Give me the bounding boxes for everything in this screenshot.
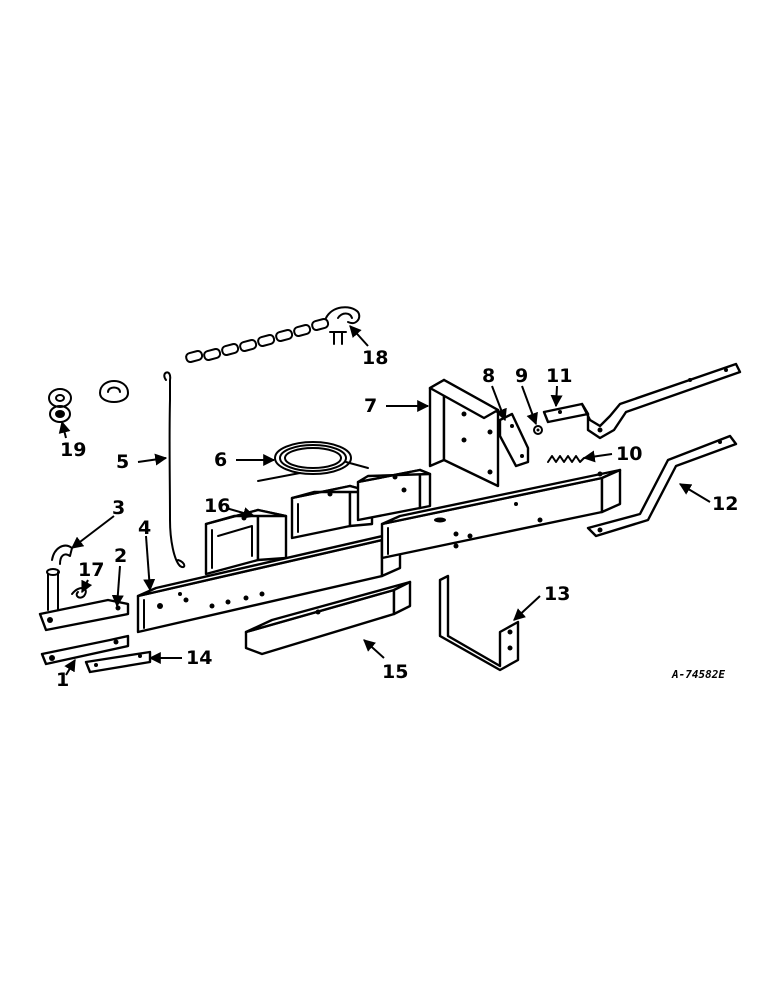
callout-1: 1 <box>56 669 69 691</box>
callout-17: 17 <box>78 559 104 581</box>
hitch-plate-part <box>38 598 130 632</box>
callout-3: 3 <box>112 497 125 519</box>
wire-coil-part <box>257 441 369 482</box>
callout-16: 16 <box>204 495 230 517</box>
callout-7: 7 <box>364 395 377 417</box>
rod-part <box>163 371 186 569</box>
callout-11: 11 <box>546 365 572 387</box>
strap-part <box>542 362 742 440</box>
callout-10: 10 <box>616 443 642 465</box>
callout-8: 8 <box>482 365 495 387</box>
callout-14: 14 <box>186 647 212 669</box>
callout-9: 9 <box>515 365 528 387</box>
channel-part <box>244 580 412 656</box>
clip-part <box>71 587 87 599</box>
callout-12: 12 <box>712 493 738 515</box>
hitch-plate-part <box>84 650 152 674</box>
sleeve-part <box>204 508 288 576</box>
hitch-plate-part <box>40 634 130 666</box>
drawbar-tube-part <box>136 530 402 634</box>
callout-5: 5 <box>116 451 129 473</box>
chain-part <box>185 306 361 364</box>
callout-13: 13 <box>544 583 570 605</box>
shackle-part <box>48 380 129 423</box>
hitch-pin-part <box>46 544 73 611</box>
pin-part <box>533 425 543 435</box>
callout-18: 18 <box>362 347 388 369</box>
spring-part <box>547 455 585 463</box>
callout-15: 15 <box>382 661 408 683</box>
u-bracket-part <box>438 574 520 672</box>
leader-lines <box>58 325 711 676</box>
callout-19: 19 <box>60 439 86 461</box>
callout-6: 6 <box>214 449 227 471</box>
mounting-plate-part <box>428 378 500 488</box>
rear-tube-part <box>380 468 622 560</box>
sleeve-part <box>356 468 432 522</box>
callout-4: 4 <box>138 517 151 539</box>
bracket-part <box>498 412 530 468</box>
callout-2: 2 <box>114 545 127 567</box>
drawing-reference: A-74582E <box>671 668 725 681</box>
brace-part <box>586 434 738 538</box>
